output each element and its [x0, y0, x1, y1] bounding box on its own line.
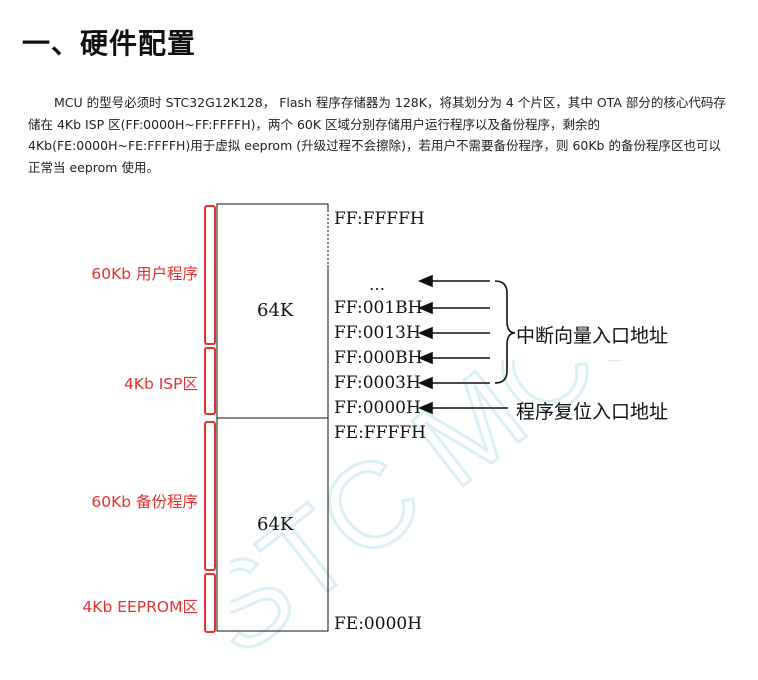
lower-block-size: 64K	[257, 514, 294, 535]
lower-memory-block	[216, 417, 329, 632]
region-label-user: 60Kb 用户程序	[91, 265, 198, 283]
address-ff-0003: FF:0003H	[334, 373, 421, 393]
address-ff-ffff: FF:FFFFH	[334, 209, 425, 229]
region-label-backup: 60Kb 备份程序	[91, 493, 198, 511]
section-heading: 一、硬件配置	[22, 27, 197, 60]
memory-map-diagram	[204, 203, 516, 633]
address-ff-0000: FF:0000H	[334, 398, 421, 418]
interrupt-vector-brace	[494, 280, 516, 384]
region-label-eeprom: 4Kb EEPROM区	[82, 598, 198, 616]
address-ff-001b: FF:001BH	[334, 298, 423, 318]
address-ff-0013: FF:0013H	[334, 323, 421, 343]
isp-region-bracket	[204, 347, 216, 415]
arrow-001b	[417, 301, 490, 315]
arrow-000b	[417, 351, 490, 365]
address-fe-ffff: FE:FFFFH	[334, 423, 426, 443]
arrow-0013	[417, 326, 490, 340]
user-region-bracket	[204, 205, 216, 345]
arrow-ellipsis	[417, 274, 490, 288]
address-ff-000b: FF:000BH	[334, 348, 423, 368]
arrow-0003	[417, 376, 490, 390]
reset-entry-annotation: 程序复位入口地址	[516, 401, 669, 423]
eeprom-region-bracket	[204, 573, 216, 633]
upper-block-size: 64K	[257, 300, 294, 321]
arrow-0000	[417, 401, 508, 415]
address-ellipsis: …	[369, 275, 385, 294]
region-label-isp: 4Kb ISP区	[123, 375, 198, 393]
interrupt-vector-annotation: 中断向量入口地址	[516, 325, 669, 347]
backup-region-bracket	[204, 421, 216, 571]
address-fe-0000: FE:0000H	[334, 614, 423, 634]
description-paragraph: MCU 的型号必须时 STC32G12K128， Flash 程序存储器为 12…	[28, 95, 726, 175]
